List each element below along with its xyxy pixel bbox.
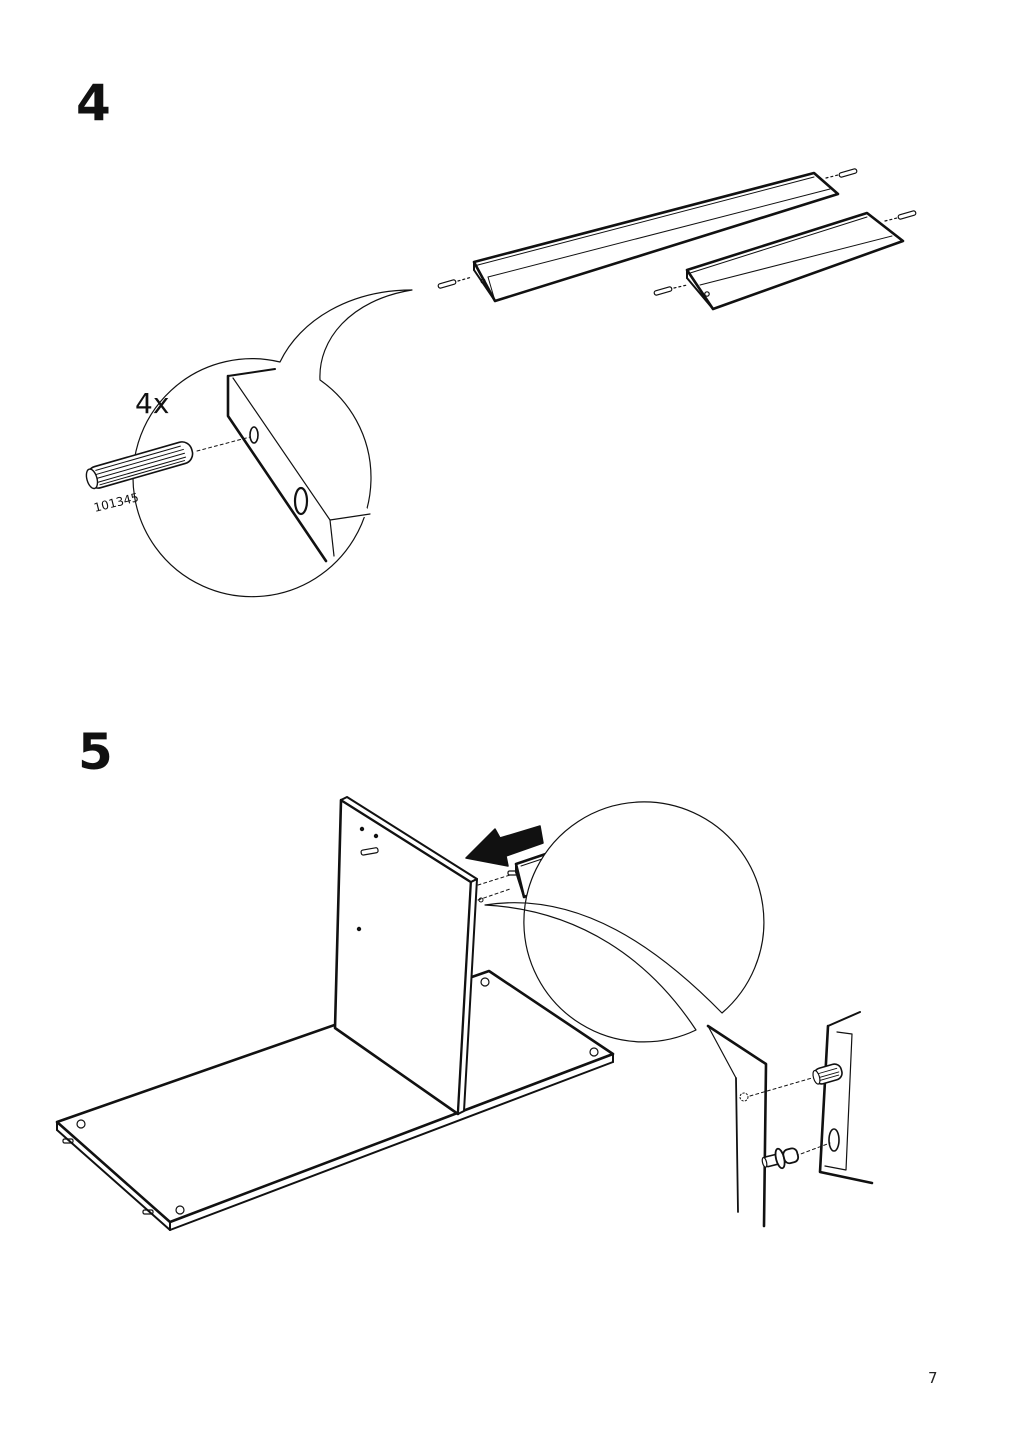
part-number-label: 101345 — [92, 490, 140, 515]
rail-end-detail — [196, 368, 372, 563]
insert-arrow-icon — [465, 825, 544, 867]
detail-balloon — [484, 801, 765, 1043]
side-panel — [333, 796, 478, 1116]
fluted-dowel-icon — [812, 1063, 843, 1085]
long-rail — [472, 171, 840, 303]
step-4-illustration: 4x 101345 — [85, 168, 917, 598]
rail-dowels — [437, 168, 917, 296]
page-number: 7 — [928, 1369, 938, 1387]
quantity-label: 4x — [135, 387, 169, 420]
fluted-dowel-icon — [85, 441, 194, 490]
step-number-4: 4 — [76, 74, 111, 132]
short-rail — [685, 211, 905, 311]
cam-bolt-icon — [761, 1147, 800, 1170]
step-number-5: 5 — [78, 723, 113, 781]
step-5-illustration — [55, 796, 906, 1231]
panel-edge-detail — [706, 1024, 813, 1228]
rail-end-detail — [789, 1011, 906, 1185]
